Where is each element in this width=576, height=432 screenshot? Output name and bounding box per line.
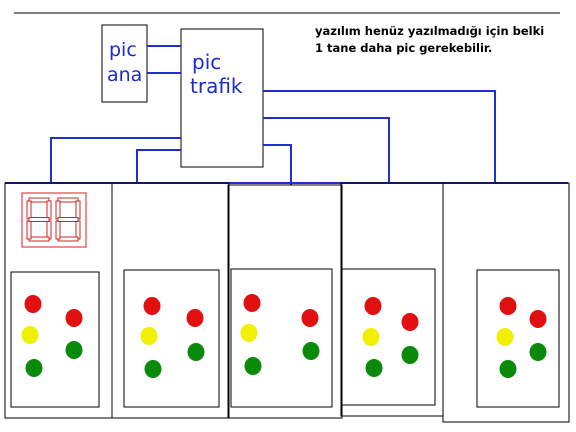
display-segment xyxy=(55,220,61,240)
pic-trafik-label-line2: trafik xyxy=(190,74,243,98)
cabinet-2-yellow-light xyxy=(140,327,158,345)
cabinet-3-green-light xyxy=(244,357,262,375)
cabinet-2-panel xyxy=(123,269,220,408)
display-segment xyxy=(75,200,81,220)
cabinet-3-yellow-light xyxy=(240,324,258,342)
cabinet-5-yellow-light xyxy=(496,328,514,346)
cabinet-3-red-light xyxy=(243,294,261,312)
display-segment xyxy=(46,220,52,240)
display-segment xyxy=(28,197,50,203)
cabinet-2-red-light xyxy=(143,297,161,315)
cabinet-4-red-light xyxy=(364,297,382,315)
display-segment xyxy=(26,200,32,220)
cabinet-2-red-light xyxy=(186,309,204,327)
cabinet-2-green-light xyxy=(144,360,162,378)
cabinet-2-green-light xyxy=(187,343,205,361)
control-wires xyxy=(5,90,568,185)
cabinet-5-frame xyxy=(442,182,570,423)
pic-ana-box xyxy=(101,24,148,103)
pic-trafik-label-line1: pic xyxy=(192,50,221,74)
display-segment xyxy=(75,220,81,240)
cabinet-5-green-light xyxy=(529,343,547,361)
display-segment xyxy=(57,197,79,203)
cabinet-1-red-light xyxy=(24,295,42,313)
seven-segment-display xyxy=(21,192,87,248)
cabinet-1-green-light xyxy=(65,341,83,359)
pic-ana-label-line1: pic xyxy=(109,39,137,61)
display-segment xyxy=(57,217,79,222)
cabinet-4-yellow-light xyxy=(362,328,380,346)
cabinet-1-yellow-light xyxy=(21,326,39,344)
display-digit-1 xyxy=(26,197,52,242)
display-segment xyxy=(57,236,79,242)
cabinet-5-panel xyxy=(476,269,560,408)
cabinet-2 xyxy=(111,182,230,419)
wire-cabinet-5 xyxy=(263,90,496,183)
cabinet-5 xyxy=(442,182,570,423)
cabinet-5-red-light xyxy=(499,297,517,315)
wire-cabinet-4 xyxy=(263,117,390,183)
display-segment xyxy=(55,200,61,220)
ana-trafik-links xyxy=(147,45,181,74)
display-segment xyxy=(26,220,32,240)
wire-cabinet-2 xyxy=(136,149,181,182)
cabinet-4-green-light xyxy=(365,359,383,377)
cabinet-1-red-light xyxy=(65,309,83,327)
pic-trafik-box xyxy=(180,28,264,168)
cabinet-4 xyxy=(340,182,444,417)
display-segment xyxy=(46,200,52,220)
display-segment xyxy=(28,236,50,242)
wire-cabinet-1 xyxy=(50,137,181,182)
cabinet-4-red-light xyxy=(401,313,419,331)
cabinet-5-red-light xyxy=(529,310,547,328)
cabinet-3-red-light xyxy=(301,309,319,327)
pic-ana-label-line2: ana xyxy=(107,64,142,86)
cabinet-2-frame xyxy=(111,182,230,419)
cabinet-4-green-light xyxy=(401,346,419,364)
display-segment xyxy=(28,217,50,222)
note-line1: yazılım henüz yazılmadığı için belki xyxy=(315,24,544,38)
display-digit-2 xyxy=(55,197,81,242)
cabinet-4-panel xyxy=(341,268,436,406)
note-line2: 1 tane daha pic gerekebilir. xyxy=(315,41,492,55)
traffic-lights xyxy=(21,294,547,378)
cabinet-5-green-light xyxy=(499,360,517,378)
wire-cabinet-3 xyxy=(263,144,292,185)
cabinet-1-green-light xyxy=(25,359,43,377)
cabinet-3-green-light xyxy=(302,342,320,360)
display-digits xyxy=(26,197,81,242)
